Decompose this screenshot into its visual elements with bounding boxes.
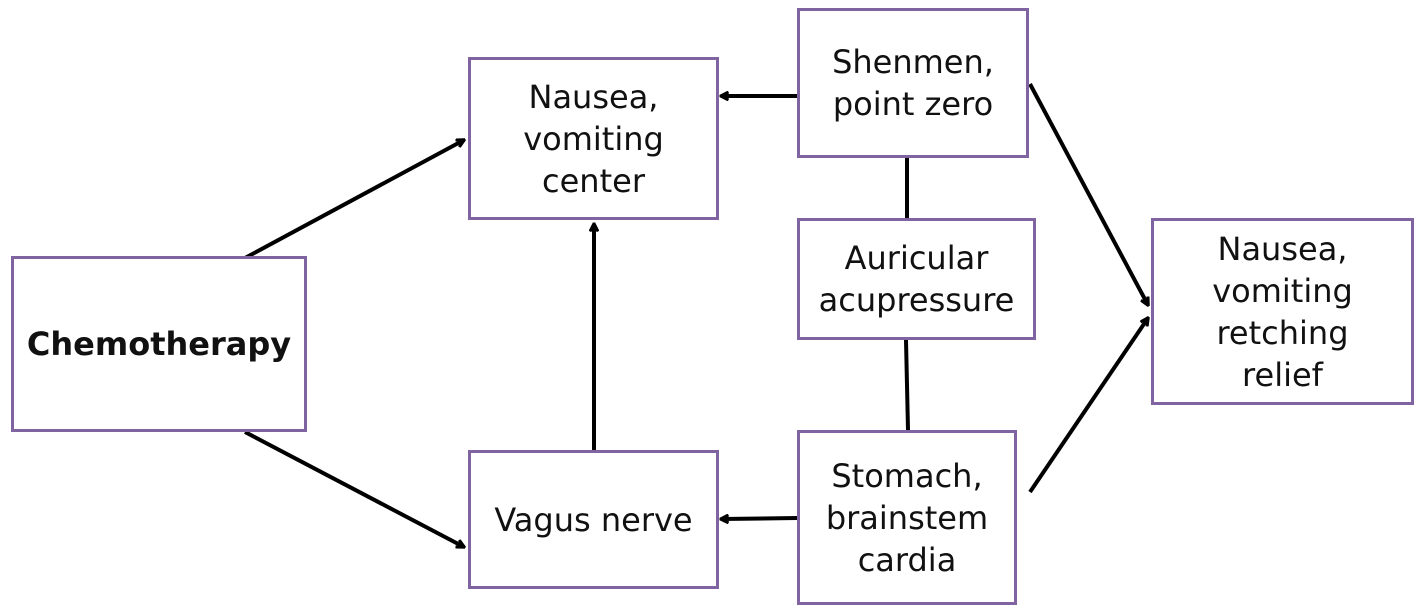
arrow-chemo-to-center — [244, 140, 464, 260]
auricular-acupressure-label: Auricular acupressure — [818, 239, 1015, 319]
arrow-shenmen-to-relief — [1028, 83, 1148, 305]
arrow-stomach-to-relief — [1028, 318, 1148, 494]
nausea-vomiting-retching-relief-label: Nausea, vomiting retching relief — [1212, 229, 1353, 394]
chemotherapy-label: Chemotherapy — [26, 325, 292, 363]
shenmen-point-zero-label: Shenmen, point zero — [832, 43, 994, 123]
shenmen-point-zero-box: Shenmen, point zero — [797, 8, 1029, 158]
line-auricular-stomach — [904, 339, 910, 431]
vagus-nerve-label: Vagus nerve — [494, 500, 693, 539]
vagus-nerve-box: Vagus nerve — [468, 450, 719, 589]
arrow-stomach-to-vagus — [721, 518, 798, 519]
nausea-vomiting-center-box: Nausea, vomiting center — [468, 57, 719, 220]
stomach-brainstem-cardia-box: Stomach, brainstem cardia — [797, 430, 1017, 605]
auricular-acupressure-box: Auricular acupressure — [797, 218, 1036, 340]
nausea-vomiting-retching-relief-box: Nausea, vomiting retching relief — [1151, 218, 1414, 405]
nausea-vomiting-center-label: Nausea, vomiting center — [523, 77, 664, 200]
chemotherapy-box: Chemotherapy — [11, 256, 307, 432]
stomach-brainstem-cardia-label: Stomach, brainstem cardia — [825, 456, 989, 579]
arrow-chemo-to-vagus — [244, 430, 464, 547]
